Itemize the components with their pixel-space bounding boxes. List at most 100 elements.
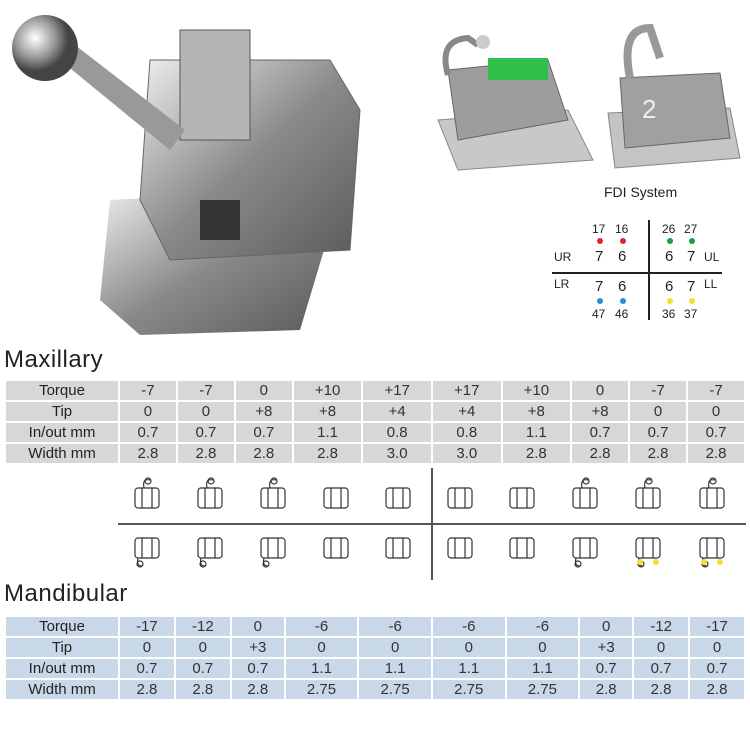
table-cell: 0.7 [173, 657, 232, 680]
table-cell: 0 [118, 400, 178, 423]
quadrant-ur: UR [554, 250, 572, 264]
table-cell: +17 [430, 379, 503, 402]
table-cell: 0 [578, 615, 635, 638]
tooth: 6 [618, 278, 627, 295]
row-label: Tip [4, 636, 120, 659]
table-cell: -12 [173, 615, 232, 638]
tooth: 6 [665, 248, 674, 265]
table-cell: 1.1 [283, 657, 360, 680]
table-cell: 0.7 [686, 421, 746, 444]
table-cell: 0 [686, 400, 746, 423]
table-cell: -7 [175, 379, 236, 402]
green-dot [667, 238, 673, 244]
table-cell: -6 [504, 615, 581, 638]
upper-bracket-icon [193, 476, 227, 512]
row-label: Width mm [4, 678, 120, 701]
diagram-vertical-line [431, 468, 433, 580]
table-cell: 0 [628, 400, 688, 423]
table-cell: 2.8 [118, 678, 176, 701]
table-cell: 0 [357, 636, 433, 659]
table-cell: -6 [430, 615, 507, 638]
table-cell: 2.8 [578, 678, 635, 701]
table-cell: 2.8 [118, 442, 178, 465]
table-cell: 0.7 [688, 657, 746, 680]
lower-bracket-icon [695, 534, 729, 570]
row-label: Width mm [4, 442, 120, 465]
table-cell: 0.7 [578, 657, 635, 680]
upper-bracket-icon [319, 476, 353, 512]
table-cell: 0.8 [430, 421, 503, 444]
tooth: 7 [595, 248, 604, 265]
tooth: 7 [687, 248, 696, 265]
tooth-number: 27 [684, 222, 698, 236]
table-cell: 2.8 [628, 442, 688, 465]
table-cell: +4 [361, 400, 433, 423]
table-cell: 0 [233, 379, 294, 402]
lower-bracket-icon [319, 534, 353, 570]
large-bracket-photo [12, 15, 361, 335]
row-label: Torque [4, 615, 120, 638]
yellow-dot [667, 298, 673, 304]
table-cell: 2.75 [504, 678, 581, 701]
table-cell: -7 [118, 379, 178, 402]
lower-bracket-icon [631, 534, 665, 570]
table-cell: 1.1 [430, 657, 507, 680]
table-cell: +3 [578, 636, 635, 659]
upper-bracket-icon [443, 476, 477, 512]
lower-bracket-icon [193, 534, 227, 570]
table-cell: +4 [430, 400, 503, 423]
table-cell: 2.8 [570, 442, 631, 465]
fdi-system-diagram: FDI System UR UL LR LL 17 16 7 6 26 27 6… [548, 180, 738, 330]
quadrant-ll: LL [704, 277, 718, 291]
table-cell: +8 [233, 400, 294, 423]
table-cell: 0.7 [570, 421, 631, 444]
red-dot [597, 238, 603, 244]
table-cell: 0 [229, 615, 286, 638]
table-cell: 0.7 [632, 657, 691, 680]
yellow-dot [689, 298, 695, 304]
table-cell: 0 [118, 636, 176, 659]
lower-bracket-icon [130, 534, 164, 570]
table-cell: -7 [686, 379, 746, 402]
table-cell: 1.1 [357, 657, 433, 680]
table-cell: 2.8 [291, 442, 364, 465]
table-cell: 0.7 [118, 421, 178, 444]
tooth: 6 [665, 278, 674, 295]
table-cell: 1.1 [291, 421, 364, 444]
table-cell: 3.0 [430, 442, 503, 465]
bracket-photo-color-coded [437, 34, 594, 171]
upper-bracket-icon [631, 476, 665, 512]
row-label: Tip [4, 400, 120, 423]
table-cell: 2.8 [175, 442, 236, 465]
blue-dot [620, 298, 626, 304]
table-cell: 0.7 [233, 421, 294, 444]
tooth-number: 47 [592, 307, 606, 321]
tooth-number: 37 [684, 307, 698, 321]
upper-bracket-icon [256, 476, 290, 512]
bracket-photo-hook: 2 [607, 23, 741, 169]
row-label: In/out mm [4, 657, 120, 680]
table-cell: 2.75 [283, 678, 360, 701]
upper-bracket-icon [130, 476, 164, 512]
tooth-number: 16 [615, 222, 629, 236]
table-cell: 0.8 [361, 421, 433, 444]
upper-bracket-icon [505, 476, 539, 512]
fdi-vertical-line [648, 220, 650, 320]
bracket-diagram [0, 462, 750, 582]
table-cell: -17 [688, 615, 746, 638]
table-cell: 1.1 [504, 657, 581, 680]
table-cell: -6 [357, 615, 433, 638]
table-cell: 2.8 [173, 678, 232, 701]
table-cell: 0 [283, 636, 360, 659]
green-dot [689, 238, 695, 244]
red-dot [620, 238, 626, 244]
table-cell: +10 [291, 379, 364, 402]
table-cell: +8 [500, 400, 573, 423]
tooth: 6 [618, 248, 627, 265]
table-cell: 2.8 [233, 442, 294, 465]
